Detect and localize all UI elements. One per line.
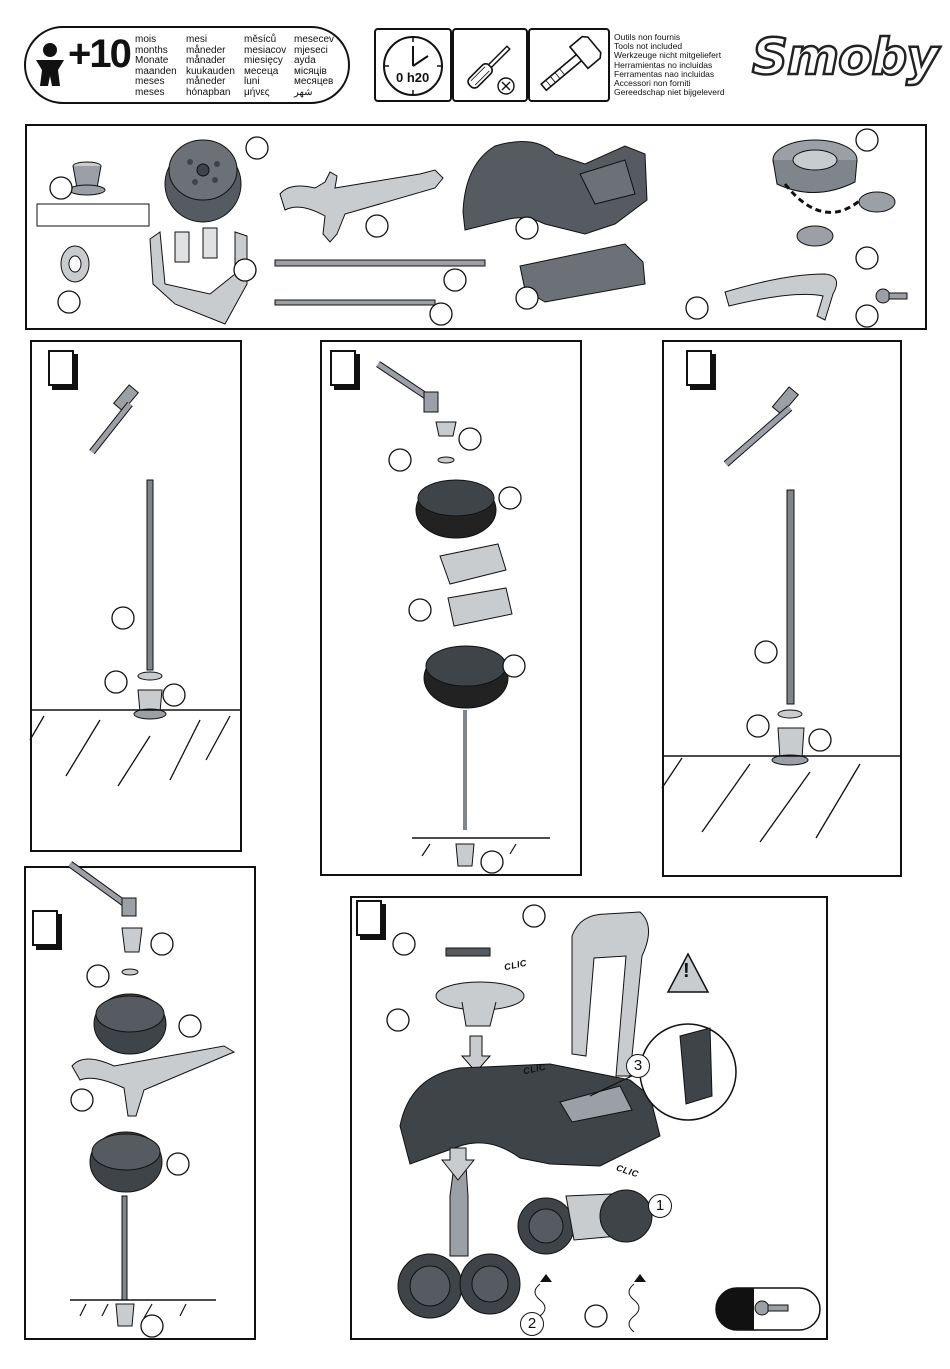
sequence-number-2: 2 (520, 1312, 544, 1336)
horn-part (772, 139, 867, 214)
sequence-number-1: 1 (648, 1194, 672, 1218)
screwdriver-icon (467, 45, 515, 95)
hammer-icon (723, 386, 800, 467)
fork-part (149, 227, 248, 325)
step-2-badge (330, 350, 356, 386)
hammer-icon (67, 861, 137, 917)
wheel-part (164, 139, 242, 223)
clock-icon (383, 36, 443, 96)
car-body-part (462, 141, 648, 235)
step-2-panel (320, 340, 582, 876)
axle-parts (274, 259, 486, 306)
assembly-time: 0 h20 (396, 70, 430, 85)
step-1-badge (48, 350, 74, 386)
hammer-icon (540, 35, 602, 92)
step-5-badge (356, 900, 382, 936)
parts-list-panel (25, 124, 927, 330)
step-3-panel (662, 340, 902, 877)
step-1-panel (30, 340, 242, 852)
parts-illustrations (36, 128, 908, 328)
brand-logo: Smoby (751, 27, 940, 88)
steering-part (279, 169, 444, 243)
step-3-illustration (661, 386, 902, 843)
age-warning-panel (24, 26, 350, 104)
screw-part (875, 288, 908, 304)
tools-not-included-text: Outils non fournis Tools not included We… (614, 32, 725, 98)
step-5-panel (350, 896, 828, 1340)
step-4-illustration (67, 861, 236, 1338)
screwdriver-box (452, 28, 528, 102)
step-4-panel (24, 866, 256, 1340)
screw-icon (754, 1300, 789, 1316)
seat-part (519, 243, 646, 303)
step-5-illustration (386, 904, 821, 1333)
step-4-badge (32, 910, 58, 946)
step-3-badge (686, 350, 712, 386)
age-number: +10 (68, 32, 132, 76)
washer-part (60, 245, 90, 283)
bushing-part (68, 161, 106, 196)
horn-button-part (796, 191, 896, 247)
push-handle-part (724, 273, 838, 321)
hammer-icon (376, 361, 439, 413)
step-1-illustration (29, 384, 242, 787)
step-2-illustration (376, 361, 550, 874)
assembly-time-box (374, 28, 452, 102)
hammer-box (528, 28, 610, 102)
sequence-number-3: 3 (626, 1054, 650, 1078)
blank-label-box (36, 203, 150, 227)
warning-exclamation: ! (683, 960, 690, 982)
hammer-icon (89, 384, 140, 455)
warning-icon (666, 952, 710, 993)
child-icon (36, 43, 64, 86)
